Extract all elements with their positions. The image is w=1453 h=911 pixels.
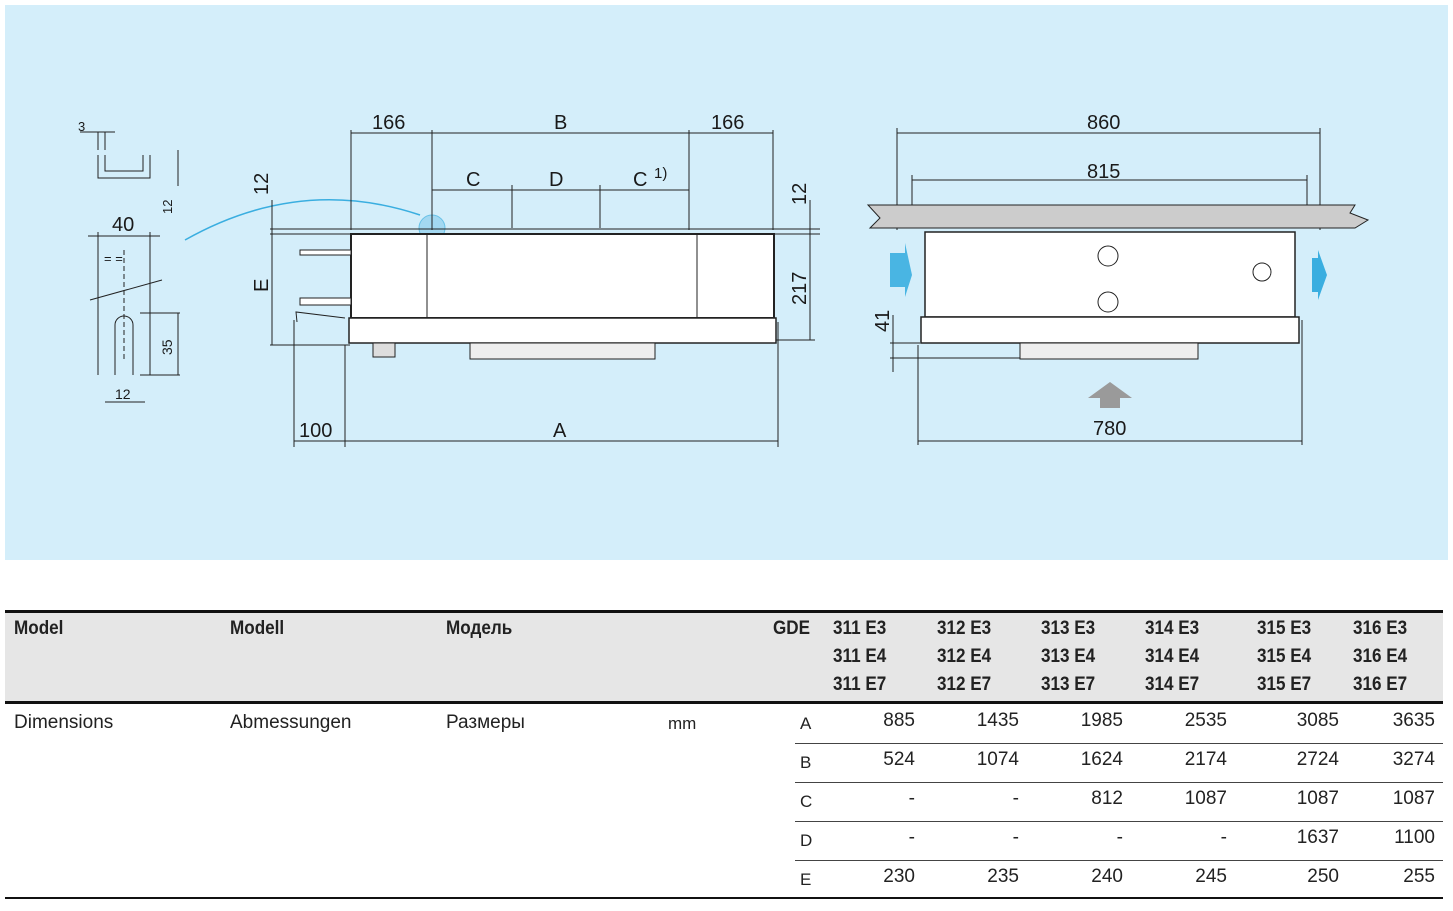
header-model-variant: 316 E7 (1353, 674, 1408, 695)
header-model-variant: 312 E7 (937, 674, 992, 695)
dimension-key: A (800, 714, 812, 733)
header-model-variant: 313 E7 (1041, 674, 1096, 695)
header-model-variant: 312 E3 (937, 618, 992, 639)
dimension-drawing: 3 12 40 = = 35 12 166 B 166 C D C 1) 12 … (5, 5, 1448, 560)
dim-A: A (553, 420, 567, 442)
table-cell: - (908, 827, 915, 848)
header-model-variant: 311 E7 (833, 674, 887, 695)
header-model-variant: 315 E7 (1257, 674, 1312, 695)
header-model-variant: 313 E4 (1041, 646, 1096, 667)
header-series: GDE (773, 618, 811, 639)
header-model-ru: Модель (446, 618, 513, 639)
dimension-key: C (800, 792, 813, 811)
detail-arrow (184, 199, 421, 241)
table-cell: 240 (1091, 866, 1123, 887)
dim-12-right: 12 (789, 183, 811, 205)
header-model-variant: 315 E3 (1257, 618, 1312, 639)
bracket-detail (80, 131, 180, 403)
dim-780: 780 (1093, 418, 1126, 440)
dim-166-right: 166 (711, 112, 744, 134)
dim-12-slot: 12 (115, 386, 131, 402)
dim-E: E (251, 279, 273, 292)
row-label-en: Dimensions (14, 712, 114, 733)
header-model-de: Modell (230, 618, 285, 639)
table-cell: 1100 (1394, 827, 1435, 848)
table-cell: 245 (1195, 866, 1227, 887)
table-cell: - (908, 788, 915, 809)
dim-D: D (549, 169, 563, 191)
header-model-variant: 314 E7 (1145, 674, 1200, 695)
dim-166-left: 166 (372, 112, 405, 134)
header-model-variant: 312 E4 (937, 646, 992, 667)
row-label-ru: Размеры (446, 712, 525, 733)
table-cell: 1985 (1080, 710, 1123, 731)
header-model-variant: 314 E3 (1145, 618, 1200, 639)
table-cell: 3274 (1392, 749, 1435, 770)
table-cell: 1624 (1080, 749, 1123, 770)
table-cell: 885 (883, 710, 915, 731)
table-cell: 524 (883, 749, 915, 770)
table-cell: 1087 (1296, 788, 1339, 809)
dim-B: B (554, 112, 567, 134)
table-cell: - (1220, 827, 1227, 848)
dim-12-left: 12 (251, 173, 273, 195)
unit: mm (668, 714, 697, 733)
table-cell: - (1116, 827, 1123, 848)
dimension-key: D (800, 831, 813, 850)
dim-3: 3 (78, 119, 85, 134)
table-cell: 1087 (1392, 788, 1435, 809)
table-cell: 3635 (1392, 710, 1435, 731)
front-view (866, 128, 1370, 445)
header-model-variant: 311 E4 (833, 646, 887, 667)
table-cell: 2174 (1184, 749, 1227, 770)
table-cell: 2535 (1184, 710, 1227, 731)
dim-C: C (466, 169, 480, 191)
table-cell: 230 (883, 866, 915, 887)
table-cell: 812 (1091, 788, 1123, 809)
header-model-variant: 316 E4 (1353, 646, 1408, 667)
dimension-key: E (800, 870, 812, 889)
footnote-marker: 1) (654, 165, 667, 182)
dimension-key: B (800, 753, 812, 772)
dim-100: 100 (299, 420, 332, 442)
header-model-variant: 316 E3 (1353, 618, 1408, 639)
table-cell: 2724 (1296, 749, 1339, 770)
header-model-variant: 313 E3 (1041, 618, 1096, 639)
dim-equal: = = (104, 251, 123, 266)
dim-860: 860 (1087, 112, 1120, 134)
table-cell: 1637 (1296, 827, 1339, 848)
table-header (5, 610, 1443, 704)
table-cell: 1435 (976, 710, 1019, 731)
dim-35: 35 (159, 339, 175, 355)
table-bottom-rule (5, 897, 1443, 899)
header-model-en: Model (14, 618, 64, 639)
table-cell: 255 (1403, 866, 1435, 887)
table-cell: 250 (1307, 866, 1339, 887)
header-model-variant: 315 E4 (1257, 646, 1312, 667)
dim-217: 217 (789, 272, 811, 305)
row-divider (795, 782, 1443, 783)
header-model-variant: 311 E3 (833, 618, 887, 639)
table-cell: 1087 (1184, 788, 1227, 809)
dim-C-2: C (633, 169, 647, 191)
table-cell: 3085 (1296, 710, 1339, 731)
header-model-variant: 314 E4 (1145, 646, 1200, 667)
table-cell: 1074 (976, 749, 1019, 770)
row-divider (795, 743, 1443, 744)
row-divider (795, 860, 1443, 861)
table-cell: 235 (987, 866, 1019, 887)
dim-41: 41 (872, 310, 894, 332)
row-divider (795, 821, 1443, 822)
dim-40: 40 (112, 214, 134, 236)
table-cell: - (1012, 788, 1019, 809)
dim-815: 815 (1087, 161, 1120, 183)
row-label-de: Abmessungen (230, 712, 352, 733)
side-view (270, 130, 820, 447)
dim-12-bracket: 12 (160, 200, 175, 214)
table-cell: - (1012, 827, 1019, 848)
